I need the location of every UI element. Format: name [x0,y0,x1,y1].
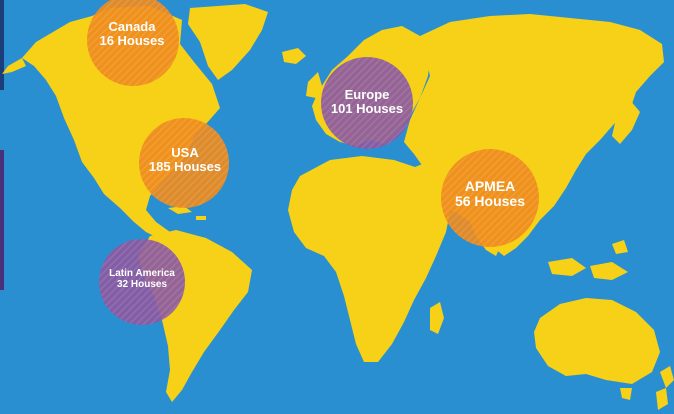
australia-landmass [534,298,660,384]
iceland-landmass [282,48,306,64]
alaska-peninsula [2,58,26,74]
caribbean-islands [168,206,206,220]
region-bubble-latin-america [99,239,185,325]
tasmania [620,388,632,400]
region-bubble-europe [321,57,413,149]
british-isles [306,72,322,98]
left-edge-strip-top [0,0,4,90]
region-bubble-usa [139,118,229,208]
southeast-asia-islands [548,240,628,280]
left-edge-strip-mid [0,150,4,290]
region-bubble-canada [87,0,179,86]
africa-landmass [288,156,450,362]
new-zealand-islands [656,366,674,410]
greenland-landmass [188,4,268,80]
japan-islands [612,100,640,144]
madagascar [430,302,444,334]
region-bubble-apmea [441,149,539,247]
region-bubbles [87,0,539,325]
